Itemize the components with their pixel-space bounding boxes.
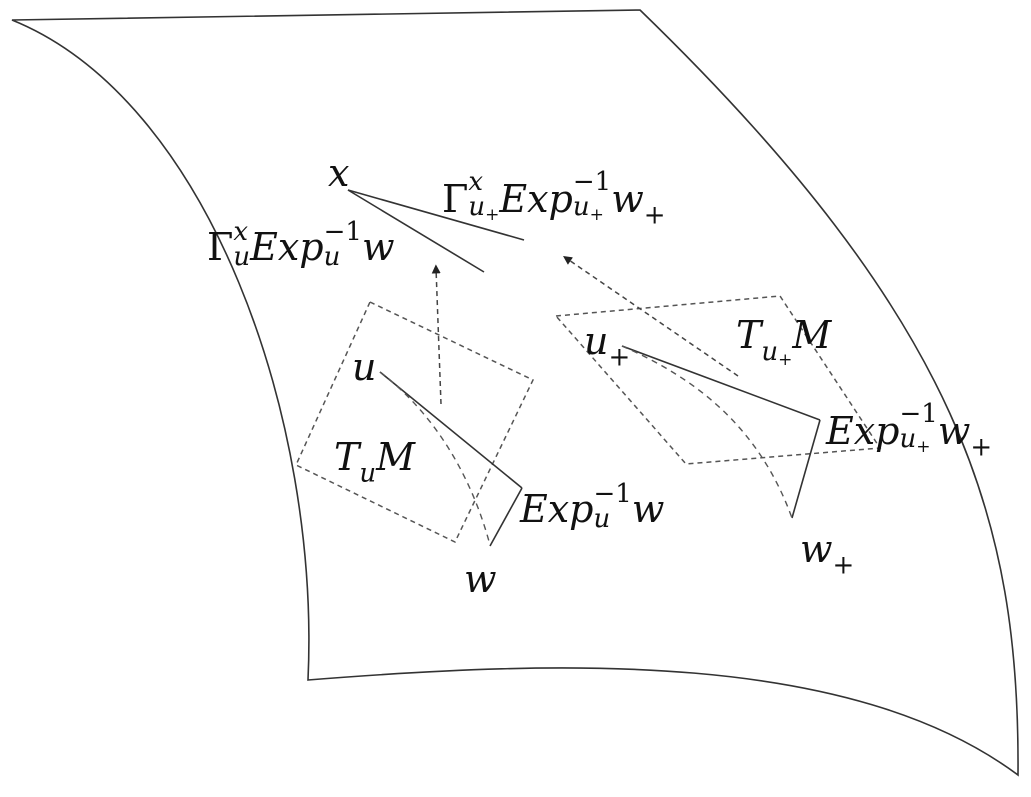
label-x: x — [328, 151, 350, 195]
label-tangent-uplus: Tu+M — [736, 313, 832, 370]
geodesic-u-w — [379, 371, 491, 546]
manifold-surface — [11, 9, 1019, 777]
label-wplus: w+ — [800, 527, 855, 581]
log-vector-u-tail — [489, 487, 523, 547]
label-w: w — [464, 557, 497, 601]
label-uplus: u+ — [584, 319, 631, 373]
transport-arrow-u — [431, 264, 442, 405]
gamma-symbol: Γ — [442, 176, 469, 221]
log-vector-uplus-tail — [791, 419, 821, 519]
geodesic-uplus-wplus — [621, 345, 793, 519]
transport-arrow-uplus — [563, 255, 739, 377]
transported-vector-u — [347, 189, 485, 273]
label-tangent-u: TuM — [334, 435, 416, 489]
transported-vector-uplus — [347, 189, 525, 241]
tangent-plane-uplus — [554, 295, 882, 465]
label-u: u — [352, 345, 377, 389]
tangent-plane-u — [295, 300, 535, 544]
log-vector-u — [379, 371, 523, 489]
log-vector-uplus — [621, 345, 821, 421]
